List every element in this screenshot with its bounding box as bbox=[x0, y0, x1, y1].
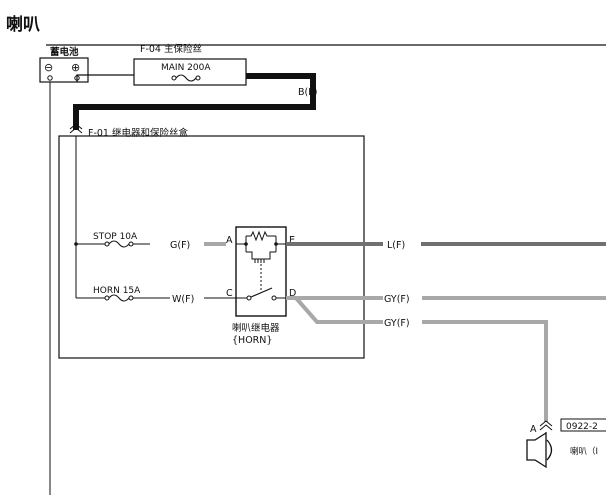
battery-box bbox=[39, 57, 89, 83]
main-fuse-code: F-04 主保险丝 bbox=[140, 43, 202, 55]
relay-name: 喇叭继电器 bbox=[232, 322, 280, 334]
relay-box-outline bbox=[58, 135, 365, 359]
horn-connector-icon bbox=[539, 420, 553, 431]
battery-negative-icon: ⊖ bbox=[44, 61, 53, 74]
stop-fuse-label: STOP 10A bbox=[93, 232, 138, 242]
horn-connector-label: 0922-2 bbox=[566, 422, 598, 432]
horn-fuse: HORN 15A W(F) bbox=[76, 286, 236, 305]
relay-pin-c: C bbox=[226, 288, 233, 299]
horn-wire-label: W(F) bbox=[172, 294, 194, 305]
battery-label: 蓄电池 bbox=[50, 46, 79, 58]
main-power-wire bbox=[73, 73, 316, 130]
main-fuse-label: MAIN 200A bbox=[161, 63, 211, 73]
page-title: 喇叭 bbox=[6, 15, 40, 35]
relay-pin-d: D bbox=[289, 288, 296, 299]
relay-pin-e: E bbox=[289, 235, 295, 246]
horn-label: 喇叭（I bbox=[570, 446, 598, 457]
relay-switch-icon bbox=[250, 287, 273, 298]
connector-icon bbox=[69, 123, 83, 134]
stop-fuse: STOP 10A G(F) bbox=[76, 232, 226, 251]
coil-icon bbox=[254, 259, 265, 263]
horn-icon bbox=[526, 431, 547, 469]
stop-fuse-symbol-icon bbox=[108, 240, 130, 248]
horn-fuse-symbol-icon bbox=[108, 294, 130, 302]
horn: A 0922-2 喇叭（I bbox=[526, 418, 606, 469]
gy-wire-2-left bbox=[294, 296, 383, 324]
fuse-symbol-icon bbox=[175, 74, 197, 82]
relay-name-2: {HORN} bbox=[232, 335, 272, 346]
horn-fuse-label: HORN 15A bbox=[93, 286, 141, 296]
battery-terminal-neg bbox=[47, 75, 53, 81]
horn-pin-label: A bbox=[530, 424, 537, 435]
main-fuse-box bbox=[133, 58, 247, 86]
gy-wire-2-right bbox=[422, 320, 548, 422]
relay-pin-a: A bbox=[226, 235, 233, 246]
wire-bf-label: B(F) bbox=[298, 87, 317, 98]
gy-wire-1-label: GY(F) bbox=[384, 294, 410, 305]
relay-outline bbox=[235, 226, 287, 317]
gy-wire-2-label: GY(F) bbox=[384, 318, 410, 329]
main-fuse: F-04 主保险丝 MAIN 200A bbox=[133, 43, 247, 86]
stop-wire-label: G(F) bbox=[170, 240, 190, 251]
battery-positive-icon: ⊕ bbox=[71, 61, 80, 74]
relay-box: F-01 继电器和保险丝盒 bbox=[58, 127, 365, 359]
horn-relay: A E C D bbox=[226, 226, 296, 317]
battery-to-fuse-wire bbox=[76, 74, 134, 82]
horn-connector-box bbox=[560, 418, 606, 432]
resistor-icon bbox=[246, 230, 276, 242]
battery: 蓄电池 ⊖ ⊕ bbox=[39, 46, 89, 83]
l-wire-label: L(F) bbox=[387, 240, 405, 251]
relay-box-label: F-01 继电器和保险丝盒 bbox=[88, 127, 189, 139]
